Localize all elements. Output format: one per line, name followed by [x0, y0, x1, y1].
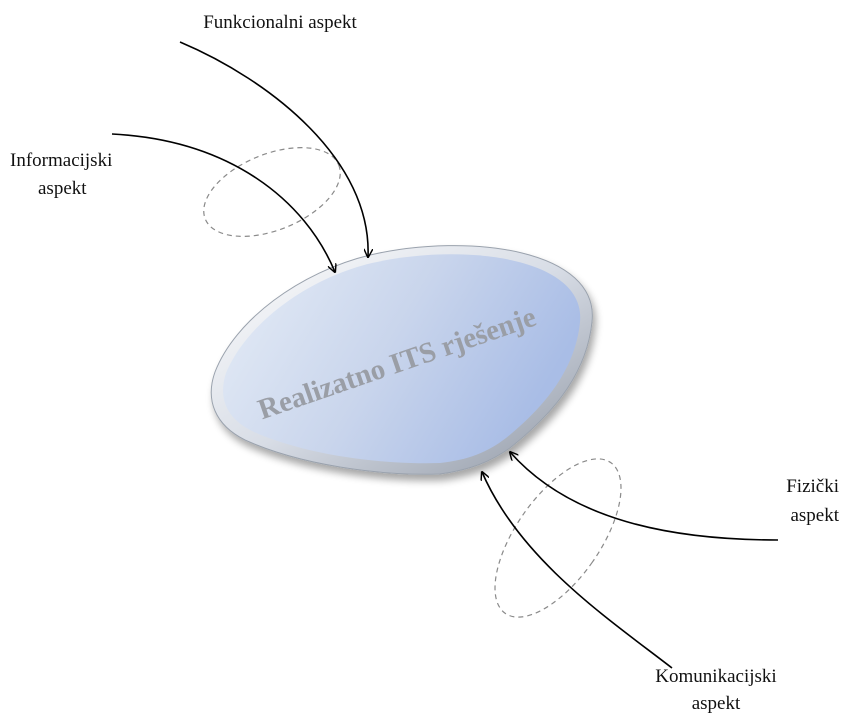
central-lens-shape — [210, 245, 593, 475]
upper-dashed-ring — [203, 147, 341, 237]
communication-aspect-label-line2: aspekt — [692, 693, 741, 714]
functional-arrow — [179, 41, 368, 257]
functional-aspect-label: Funkcionalni aspekt — [203, 12, 357, 33]
informational-arrow — [111, 133, 335, 272]
communication-arrow — [482, 472, 673, 669]
informational-aspect-label-line2: aspekt — [38, 178, 87, 199]
communication-aspect-label-line1: Komunikacijski — [655, 666, 776, 687]
physical-arrow — [510, 452, 779, 541]
physical-aspect-label-line1: Fizički — [786, 476, 839, 497]
lower-dashed-ring — [494, 458, 622, 618]
physical-aspect-label-line2: aspekt — [790, 505, 839, 526]
informational-aspect-label-line1: Informacijski — [10, 150, 112, 171]
